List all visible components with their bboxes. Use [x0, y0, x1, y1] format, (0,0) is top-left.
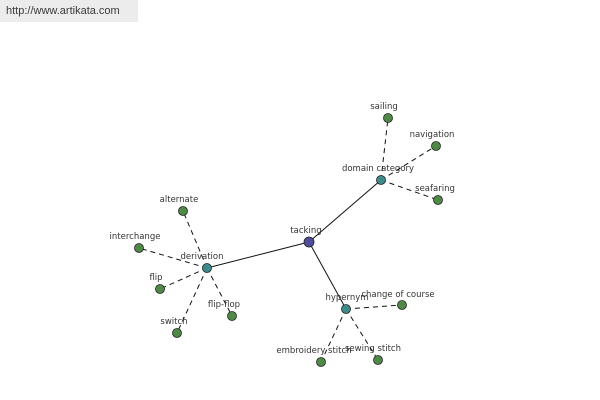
- node-label-flip: flip: [149, 273, 162, 283]
- node-label-change-of-course: change of course: [361, 290, 434, 300]
- node-label-flip-flop: flip-flop: [208, 300, 240, 310]
- edge-derivation-to-switch: [176, 267, 208, 334]
- node-navigation[interactable]: [431, 141, 441, 151]
- node-flip[interactable]: [155, 284, 165, 294]
- edge-tacking-to-derivation: [206, 241, 310, 269]
- node-domain-category[interactable]: [376, 175, 386, 185]
- node-tacking[interactable]: [303, 236, 315, 248]
- edge-derivation-to-alternate: [182, 210, 208, 269]
- source-link[interactable]: http://www.artikata.com: [6, 5, 120, 17]
- node-label-seafaring: seafaring: [415, 184, 455, 194]
- node-flip-flop[interactable]: [227, 311, 237, 321]
- node-label-navigation: navigation: [410, 130, 455, 140]
- edges-layer: [138, 117, 439, 363]
- node-label-embroidery-stitch: embroidery stitch: [276, 346, 351, 356]
- nodes-layer: [134, 113, 443, 367]
- node-alternate[interactable]: [178, 206, 188, 216]
- node-label-alternate: alternate: [160, 195, 199, 205]
- node-label-tacking: tacking: [290, 226, 321, 236]
- edge-domain-category-to-sailing: [380, 117, 389, 181]
- node-seafaring[interactable]: [433, 195, 443, 205]
- node-label-derivation: derivation: [180, 252, 223, 262]
- node-change-of-course[interactable]: [397, 300, 407, 310]
- labels-layer: tacking domain category derivation hypernym…: [110, 102, 455, 356]
- edge-tacking-to-hypernym: [308, 241, 347, 310]
- node-label-interchange: interchange: [110, 232, 161, 242]
- node-label-domain-category: domain category: [342, 164, 414, 174]
- node-label-sailing: sailing: [370, 102, 398, 112]
- edge-hypernym-to-sewing-stitch: [345, 308, 379, 361]
- node-label-switch: switch: [160, 317, 187, 327]
- node-interchange[interactable]: [134, 243, 144, 253]
- edge-tacking-to-domain-category: [308, 179, 382, 243]
- edge-hypernym-to-embroidery-stitch: [320, 308, 347, 363]
- node-switch[interactable]: [172, 328, 182, 338]
- edge-hypernym-to-change-of-course: [345, 304, 403, 310]
- node-embroidery-stitch[interactable]: [316, 357, 326, 367]
- node-derivation[interactable]: [202, 263, 212, 273]
- edge-domain-category-to-navigation: [380, 145, 437, 181]
- node-sailing[interactable]: [383, 113, 393, 123]
- edge-derivation-to-flip: [159, 267, 208, 290]
- node-label-hypernym: hypernym: [325, 293, 368, 303]
- node-hypernym[interactable]: [341, 304, 351, 314]
- edge-derivation-to-interchange: [138, 247, 208, 269]
- source-banner: http://www.artikata.com: [0, 0, 138, 22]
- edge-derivation-to-flip-flop: [206, 267, 233, 317]
- edge-domain-category-to-seafaring: [380, 179, 439, 201]
- node-label-sewing-stitch: sewing stitch: [345, 344, 401, 354]
- node-sewing-stitch[interactable]: [373, 355, 383, 365]
